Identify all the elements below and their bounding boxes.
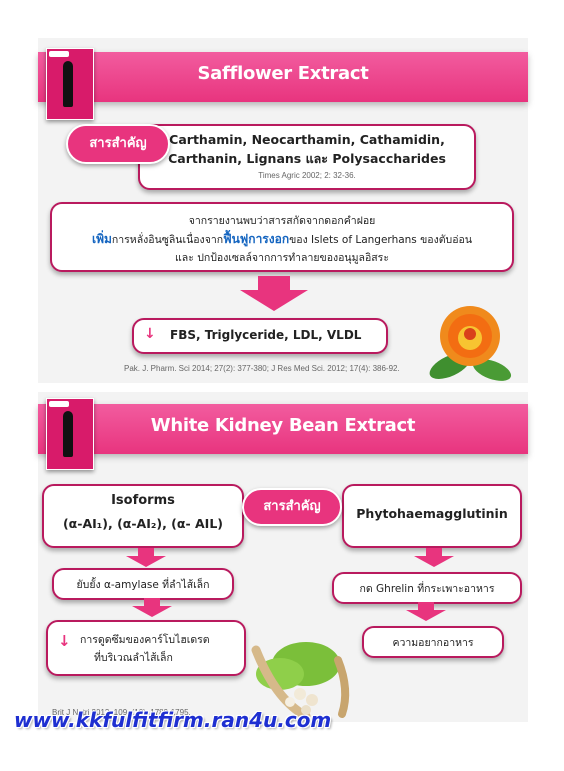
safflower-slide: Safflower Extract Carthamin, Neocarthami…	[38, 38, 528, 383]
product-thumbnail	[46, 48, 94, 120]
appetite-box: ความอยากอาหาร	[362, 626, 504, 658]
finding-line-3: และ ปกป้องเซลล์จากการทำลายของอนุมูลอิสระ	[175, 252, 389, 264]
ghrelin-box: กด Ghrelin ที่กระเพาะอาหาร	[332, 572, 522, 604]
compounds-box: Carthamin, Neocarthamin, Cathamidin, Car…	[138, 124, 476, 190]
result-text: FBS, Triglyceride, LDL, VLDL	[170, 328, 362, 342]
finding-line-1: จากรายงานพบว่าสารสกัดจากดอกคำฝอย	[188, 215, 376, 227]
finding-box: จากรายงานพบว่าสารสกัดจากดอกคำฝอย เพิ่มกา…	[50, 202, 514, 272]
key-substance-badge: สารสำคัญ	[66, 124, 170, 164]
compounds-line-2: Carthanin, Lignans และ Polysaccharides	[168, 151, 446, 166]
ghrelin-text: กด Ghrelin ที่กระเพาะอาหาร	[359, 583, 495, 595]
carb-line-2: ที่บริเวณลำไส้เล็ก	[94, 652, 173, 664]
down-arrow-icon	[240, 276, 308, 311]
finding-line-2: เพิ่มการหลั่งอินซูลินเนื่องจากฟื้นฟูการง…	[52, 230, 512, 249]
isoforms-box: Isoforms (α-AI₁), (α-AI₂), (α- AIL)	[42, 484, 244, 548]
carb-line-1: การดูดซึมของคาร์โบไฮเดรต	[80, 634, 210, 646]
down-arrow-icon	[414, 548, 454, 567]
isoforms-title: Isoforms	[111, 493, 175, 508]
website-watermark: www.kkfulfitfirm.ran4u.com	[14, 708, 332, 732]
down-arrow-icon	[406, 602, 446, 621]
kidney-bean-icon	[251, 642, 350, 720]
reference-2: Pak. J. Pharm. Sci 2014; 27(2): 377-380;…	[124, 364, 400, 373]
compounds-line-1: Carthamin, Neocarthamin, Cathamidin,	[169, 132, 445, 147]
safflower-icon	[429, 306, 512, 381]
down-arrow-icon	[126, 548, 166, 567]
kidney-bean-title-band: White Kidney Bean Extract	[38, 404, 528, 454]
reference-3: Brit J Nutri 2013; 109: (10): 1789-1795.	[52, 708, 191, 717]
finding-highlight-increase: เพิ่ม	[91, 232, 112, 246]
carb-absorption-box: ↓ การดูดซึมของคาร์โบไฮเดรต ที่บริเวณลำไส…	[46, 620, 246, 676]
decrease-arrow-icon: ↓	[144, 326, 156, 342]
safflower-title-band: Safflower Extract	[38, 52, 528, 102]
finding-text-a: การหลั่งอินซูลินเนื่องจาก	[111, 234, 224, 246]
decrease-arrow-icon: ↓	[58, 632, 71, 650]
finding-highlight-restore: ฟื้นฟูการงอก	[223, 232, 290, 246]
result-box: ↓ FBS, Triglyceride, LDL, VLDL	[132, 318, 388, 354]
appetite-text: ความอยากอาหาร	[392, 637, 474, 649]
kidney-bean-title: White Kidney Bean Extract	[150, 415, 416, 436]
down-arrow-icon	[132, 598, 172, 617]
amylase-text: ยับยั้ง α-amylase ที่ลำไส้เล็ก	[76, 579, 210, 591]
finding-text-b: ของ Islets of Langerhans ของตับอ่อน	[289, 234, 473, 246]
phytohaemagglutinin-box: Phytohaemagglutinin	[342, 484, 522, 548]
isoforms-list: (α-AI₁), (α-AI₂), (α- AIL)	[62, 516, 224, 531]
safflower-title: Safflower Extract	[197, 63, 369, 84]
reference-1: Times Agric 2002; 2: 32-36.	[258, 171, 356, 180]
product-thumbnail-2	[46, 398, 94, 470]
phytohaemagglutinin-title: Phytohaemagglutinin	[356, 506, 508, 521]
amylase-box: ยับยั้ง α-amylase ที่ลำไส้เล็ก	[52, 568, 234, 600]
key-substance-badge-2: สารสำคัญ	[242, 488, 342, 526]
kidney-bean-slide: White Kidney Bean Extract Isoforms (α-AI…	[38, 392, 528, 722]
